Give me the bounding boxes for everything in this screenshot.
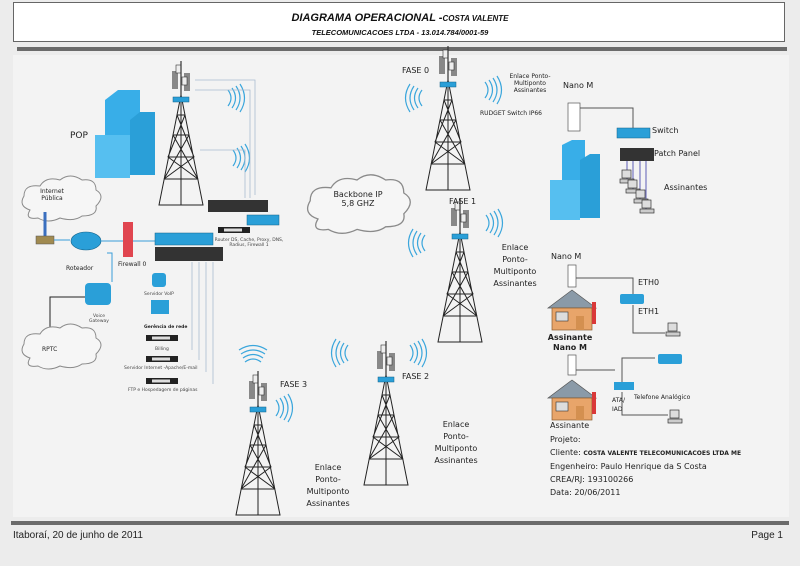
switch-icon xyxy=(246,214,280,226)
voip-server-icon xyxy=(152,273,166,287)
firewall-label: Firewall 0 xyxy=(118,261,147,268)
wireless-signal-icon xyxy=(227,83,246,113)
header-box xyxy=(13,2,785,42)
pop-building-icon xyxy=(95,90,155,178)
rudget-switch-label: RUDGET Switch IP66 xyxy=(480,110,542,117)
network-management-icon xyxy=(151,300,169,314)
wireless-signal-icon xyxy=(485,208,504,238)
ftp-server-label: FTP e Hospedagem de páginas xyxy=(128,388,198,393)
wireless-signal-icon xyxy=(232,143,251,173)
patch-panel-icon xyxy=(620,148,654,161)
subscriber-house-icon xyxy=(547,379,597,421)
fase0-label: FASE 0 xyxy=(402,66,430,75)
ip-phone-icon xyxy=(620,294,644,304)
engineer-line: Engenheiro: Paulo Henrique da S Costa xyxy=(550,462,707,471)
router-services-label: Router DS, Cache, Proxy, DNS,Radius, Fir… xyxy=(214,238,284,248)
client-line: Cliente: COSTA VALENTE TELECOMUNICACOES … xyxy=(550,448,742,457)
fase2-label: FASE 2 xyxy=(402,372,430,381)
fase0-tower-icon xyxy=(425,45,471,191)
voice-gateway-icon xyxy=(85,283,111,305)
wireless-signal-icon xyxy=(275,393,294,423)
router-label: Roteador xyxy=(66,265,94,272)
assinante-label: Assinante xyxy=(550,421,590,430)
fase1-tower-icon xyxy=(437,197,483,343)
switch-icon xyxy=(616,127,651,139)
ata-label: ATA/IAD xyxy=(612,397,625,413)
modem-icon xyxy=(35,235,55,245)
billing-label: Billing xyxy=(155,347,169,352)
router-server-icon xyxy=(218,227,250,233)
fase3-label: FASE 3 xyxy=(280,380,308,389)
wireless-signal-icon xyxy=(330,338,349,368)
assinantes-label: Assinantes xyxy=(664,183,708,192)
nano-m-icon xyxy=(567,264,577,288)
date-line: Data: 20/06/2011 xyxy=(550,488,621,497)
wireless-signal-icon xyxy=(407,228,426,258)
page-title: DIAGRAMA OPERACIONAL -COSTA VALENTE xyxy=(291,12,509,24)
rptc-cloud-icon xyxy=(21,323,102,370)
pop-tower-icon xyxy=(158,60,204,206)
eth1-label: ETH1 xyxy=(638,307,660,316)
nano-m-icon xyxy=(567,354,577,376)
subscriber-pc-icon xyxy=(665,322,681,337)
wireless-signal-icon xyxy=(409,338,428,368)
fase2-tower-icon xyxy=(363,340,409,486)
wireless-signal-icon xyxy=(238,344,268,363)
router-icon xyxy=(70,231,102,251)
fase1-label: FASE 1 xyxy=(449,197,477,206)
ftp-server-icon xyxy=(146,378,178,384)
switch-label: Switch xyxy=(652,126,679,135)
patch-panel-icon xyxy=(208,200,268,212)
ata-device-icon xyxy=(614,382,634,390)
footer-page-number: Page 1 xyxy=(751,530,783,541)
page-subtitle: TELECOMUNICACOES LTDA - 13.014.784/0001-… xyxy=(311,28,489,37)
footer-divider xyxy=(11,521,789,525)
analog-phone-icon xyxy=(658,354,682,364)
nano-m-label: Nano M xyxy=(551,252,582,261)
subscriber-house-icon xyxy=(547,289,597,331)
billing-server-icon xyxy=(146,335,178,341)
core-switch-icon xyxy=(154,232,214,246)
voip-server-label: Servidor VoIP xyxy=(144,292,174,297)
eth0-label: ETH0 xyxy=(638,278,660,287)
pop-label: POP xyxy=(70,131,88,141)
subscriber-pc-icon xyxy=(667,409,683,424)
fase3-tower-icon xyxy=(235,370,281,516)
patch-panel-label: Patch Panel xyxy=(654,149,701,158)
internet-server-icon xyxy=(146,356,178,362)
crea-line: CREA/RJ: 193100266 xyxy=(550,475,634,484)
subscriber-building-icon xyxy=(550,140,600,220)
core-patch-panel-icon xyxy=(155,247,223,261)
project-info: Projeto: Cliente: COSTA VALENTE TELECOMU… xyxy=(550,433,741,499)
wireless-signal-icon xyxy=(404,83,423,113)
footer-location-date: Itaboraí, 20 de junho de 2011 xyxy=(13,530,143,541)
header-divider xyxy=(17,47,787,51)
internet-server-label: Servidor Internet -Apache/E-mail xyxy=(124,366,198,371)
project-label: Projeto: xyxy=(550,435,581,444)
nano-m-icon xyxy=(567,102,581,132)
rptc-label: RPTC xyxy=(42,346,58,353)
nano-m-label: Nano M xyxy=(563,81,594,90)
subscriber-pc-icon xyxy=(639,199,655,214)
firewall-icon xyxy=(123,222,133,257)
analog-phone-label: Telefone Analógico xyxy=(634,394,691,401)
network-management-label: Gerência de rede xyxy=(144,325,188,330)
